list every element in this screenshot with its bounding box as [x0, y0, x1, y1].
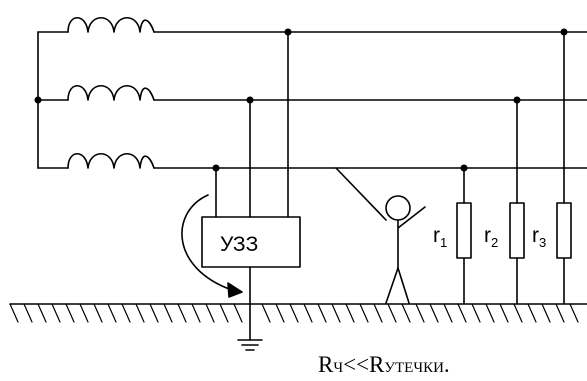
winding-coil-2 — [67, 84, 155, 101]
device-label: УЗЗ — [220, 233, 258, 256]
protective-device-box — [201, 216, 301, 268]
resistor-label-r2: r2 — [484, 224, 498, 250]
leakage-current-arrow — [181, 194, 233, 291]
resistor-label-r3: r3 — [532, 224, 546, 250]
resistor-r1 — [456, 167, 472, 304]
winding-coil-3 — [67, 152, 155, 169]
winding-coil-1 — [67, 16, 155, 33]
person-figure — [335, 167, 426, 304]
earth-hatching — [9, 303, 579, 323]
junction-dots — [34, 28, 568, 172]
resistor-label-r1: r1 — [433, 224, 447, 250]
resistor-r3 — [556, 31, 572, 304]
ground-symbol — [237, 339, 263, 351]
star-connection — [37, 31, 69, 169]
resistor-r2 — [509, 99, 525, 304]
arrowhead-icon — [227, 282, 243, 298]
formula-caption: RЧ<<RУТЕЧКИ. — [318, 352, 450, 377]
